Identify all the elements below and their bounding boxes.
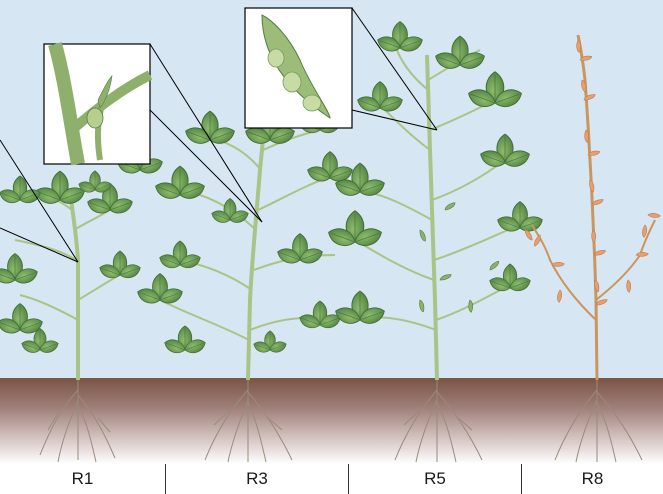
stage-label-bar: R1 R3 R5 R8 — [0, 464, 663, 494]
stage-label-r1: R1 — [0, 464, 165, 494]
stage-label-r5: R5 — [349, 464, 521, 494]
stage-label-r8: R8 — [522, 464, 663, 494]
soil — [0, 378, 663, 464]
stage-label-r3: R3 — [166, 464, 348, 494]
